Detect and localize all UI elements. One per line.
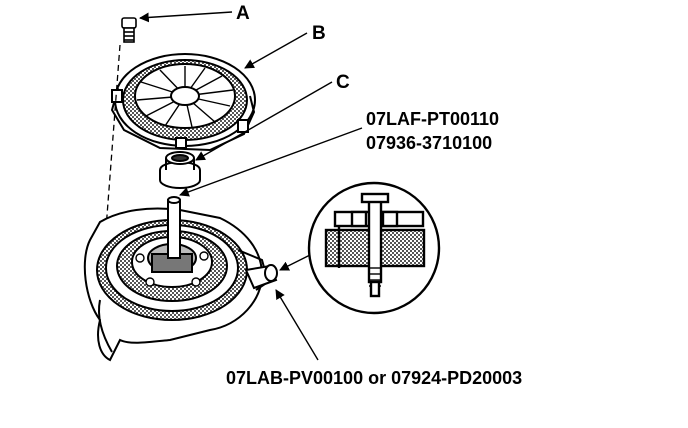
leader-lines	[139, 11, 363, 361]
release-bearing-c	[159, 151, 201, 189]
bolt-a	[121, 17, 137, 43]
ring-gear-holder	[244, 264, 278, 290]
alignment-shaft	[167, 196, 181, 259]
tool-alternate-number: 07936-3710100	[366, 133, 492, 153]
detail-view	[307, 181, 441, 315]
callout-b: B	[312, 23, 326, 44]
tool-primary-number: 07LAF-PT00110	[366, 109, 499, 129]
tool-bottom-number: 07LAB-PV00100 or 07924-PD20003	[226, 368, 522, 388]
callout-c: C	[336, 72, 350, 93]
callout-a: A	[236, 3, 250, 24]
pressure-plate-b	[110, 53, 256, 152]
